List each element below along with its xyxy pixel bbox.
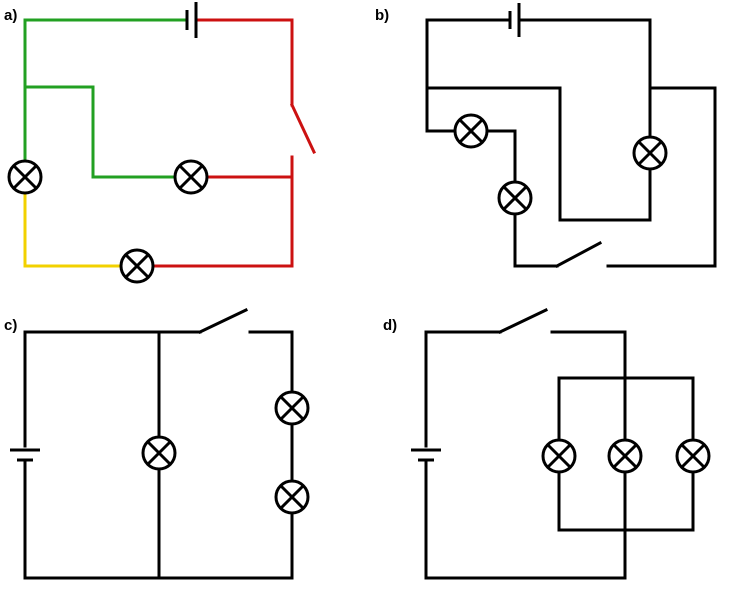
panel-c-lamp-right-bottom <box>274 479 310 515</box>
panel-d-lamp-left <box>541 438 577 474</box>
panel-d-lamp-right <box>675 438 711 474</box>
panel-d-wire-top-right <box>550 330 627 442</box>
panel-b-wire-top-right <box>518 18 652 139</box>
panel-b-battery <box>508 3 521 37</box>
panel-d: d) <box>383 307 711 580</box>
panel-d-battery <box>411 448 441 462</box>
panel-b-lamp-1 <box>453 113 489 149</box>
panel-b-lamp-2 <box>497 180 533 216</box>
panel-a-red-wire-top <box>197 18 294 107</box>
panel-c-battery <box>10 448 40 462</box>
panel-c: c) <box>4 307 310 580</box>
panel-b-wire-right-loop <box>606 86 717 268</box>
panel-c-label: c) <box>4 317 17 334</box>
panel-a: a) <box>4 2 316 284</box>
panel-c-wire-right <box>248 330 294 394</box>
panel-a-lamp-bottom <box>119 248 155 284</box>
panel-b-wire-top-left <box>425 18 512 133</box>
panel-b-wire-lamp-link <box>484 129 517 184</box>
panel-a-lamp-middle <box>173 159 209 195</box>
panel-d-label: d) <box>383 317 397 334</box>
panel-a-red-wire-bottom <box>152 155 294 268</box>
panel-a-label: a) <box>4 7 17 24</box>
panel-b-wire-inner-loop <box>425 86 652 222</box>
panel-b: b) <box>375 3 717 269</box>
panel-c-wire-top <box>23 330 202 448</box>
panel-d-lamp-middle <box>607 438 643 474</box>
panel-c-lamp-right-top <box>274 390 310 426</box>
panel-a-green-wire-top <box>23 18 189 162</box>
panel-d-wire-top <box>424 330 502 448</box>
panel-b-wire-bottom <box>513 212 559 268</box>
panel-b-label: b) <box>375 7 389 24</box>
panel-c-lamp-middle <box>141 435 177 471</box>
panel-d-switch-blade <box>497 307 549 335</box>
panel-c-switch-blade <box>197 307 249 335</box>
panel-d-parallel-bottom-bus <box>557 470 695 532</box>
panel-d-wire-bottom <box>424 458 627 580</box>
panel-b-lamp-3 <box>632 135 668 171</box>
panel-a-switch-blade <box>290 103 316 154</box>
panel-a-yellow-wire <box>23 192 122 268</box>
panel-a-green-wire-branch <box>23 85 178 179</box>
panel-d-parallel-top-bus <box>557 376 695 442</box>
panel-a-battery <box>185 2 198 38</box>
panel-b-switch-blade <box>554 240 603 269</box>
panel-a-lamp-left <box>7 159 43 195</box>
